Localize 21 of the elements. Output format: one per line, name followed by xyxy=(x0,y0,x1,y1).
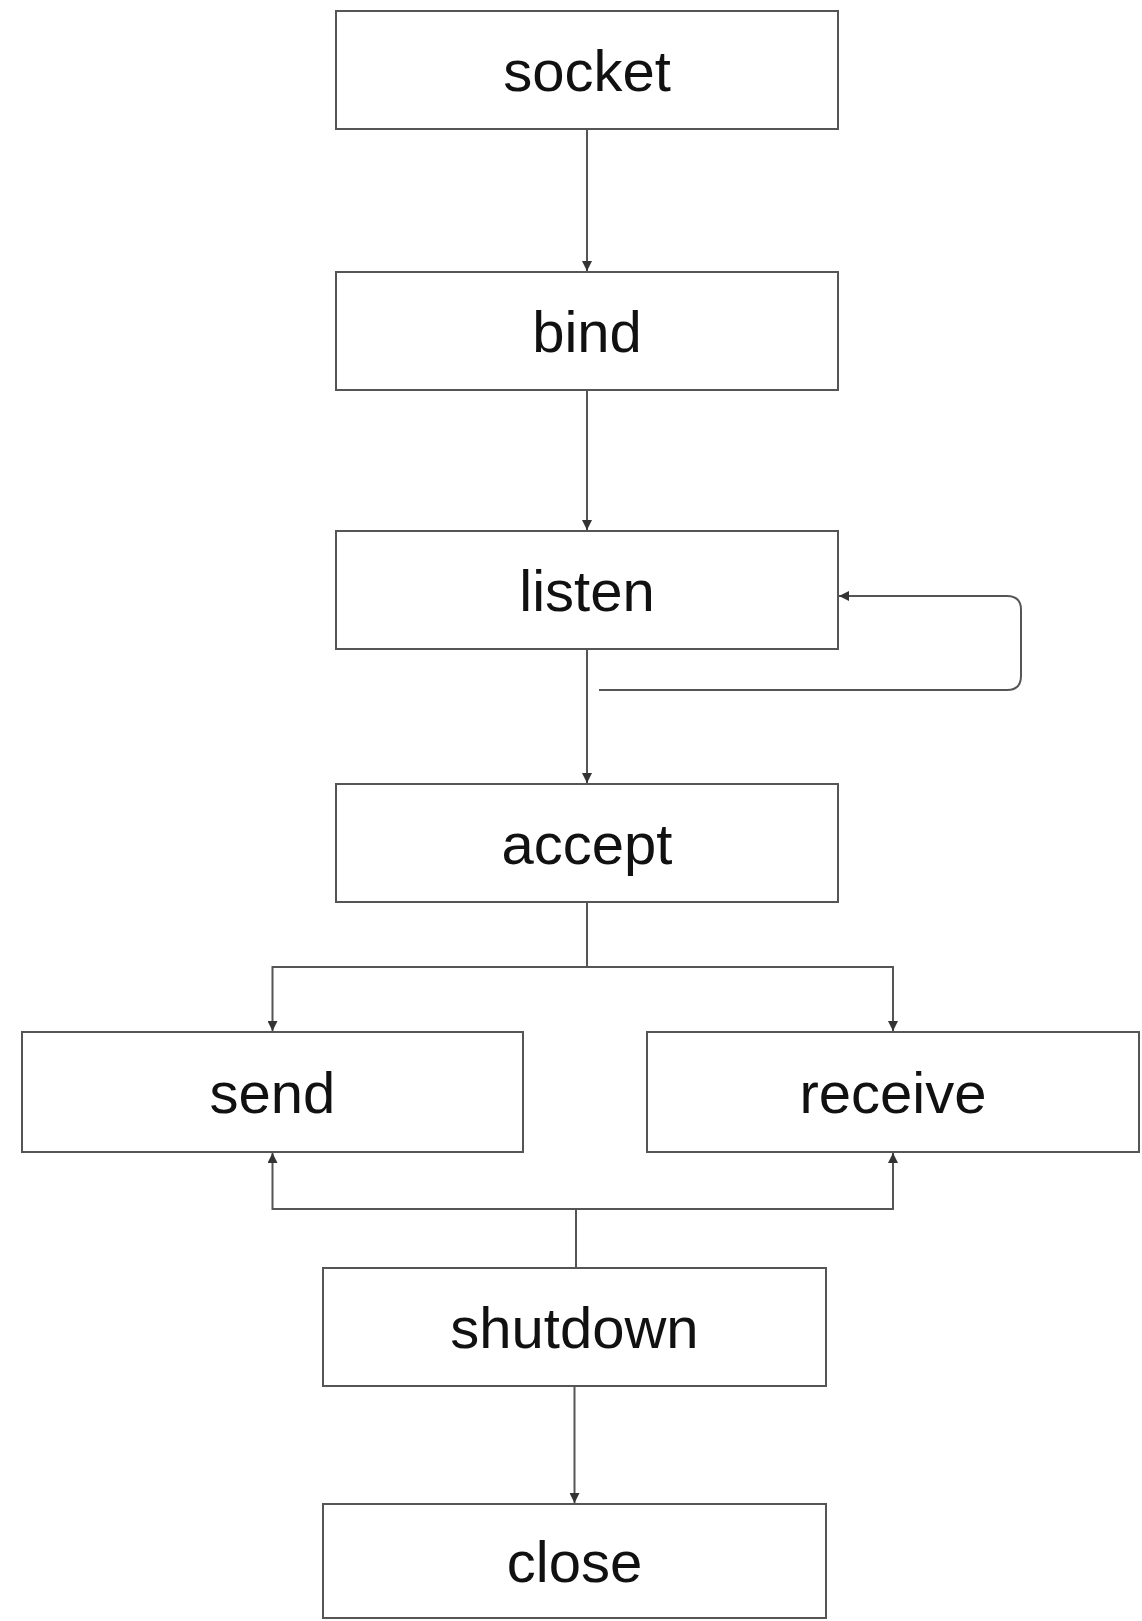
process-box xyxy=(322,1267,827,1387)
arrow xyxy=(569,1386,580,1504)
process-box xyxy=(322,1503,827,1619)
process-box xyxy=(646,1031,1140,1153)
box-label: bind xyxy=(532,297,642,365)
arrow xyxy=(582,390,592,531)
box-label: accept xyxy=(501,809,673,877)
process-box xyxy=(335,10,839,130)
arrow xyxy=(598,591,1022,691)
box-label: close xyxy=(506,1527,643,1595)
box-label: send xyxy=(209,1058,336,1126)
process-box xyxy=(335,783,839,903)
process-box xyxy=(21,1031,524,1153)
box-label: listen xyxy=(519,556,655,624)
box-label: socket xyxy=(503,36,671,104)
process-box xyxy=(335,271,839,391)
arrow xyxy=(582,649,592,784)
box-label: shutdown xyxy=(450,1293,699,1361)
box-label: receive xyxy=(799,1058,987,1126)
arrow xyxy=(582,129,592,272)
process-box xyxy=(335,530,839,650)
